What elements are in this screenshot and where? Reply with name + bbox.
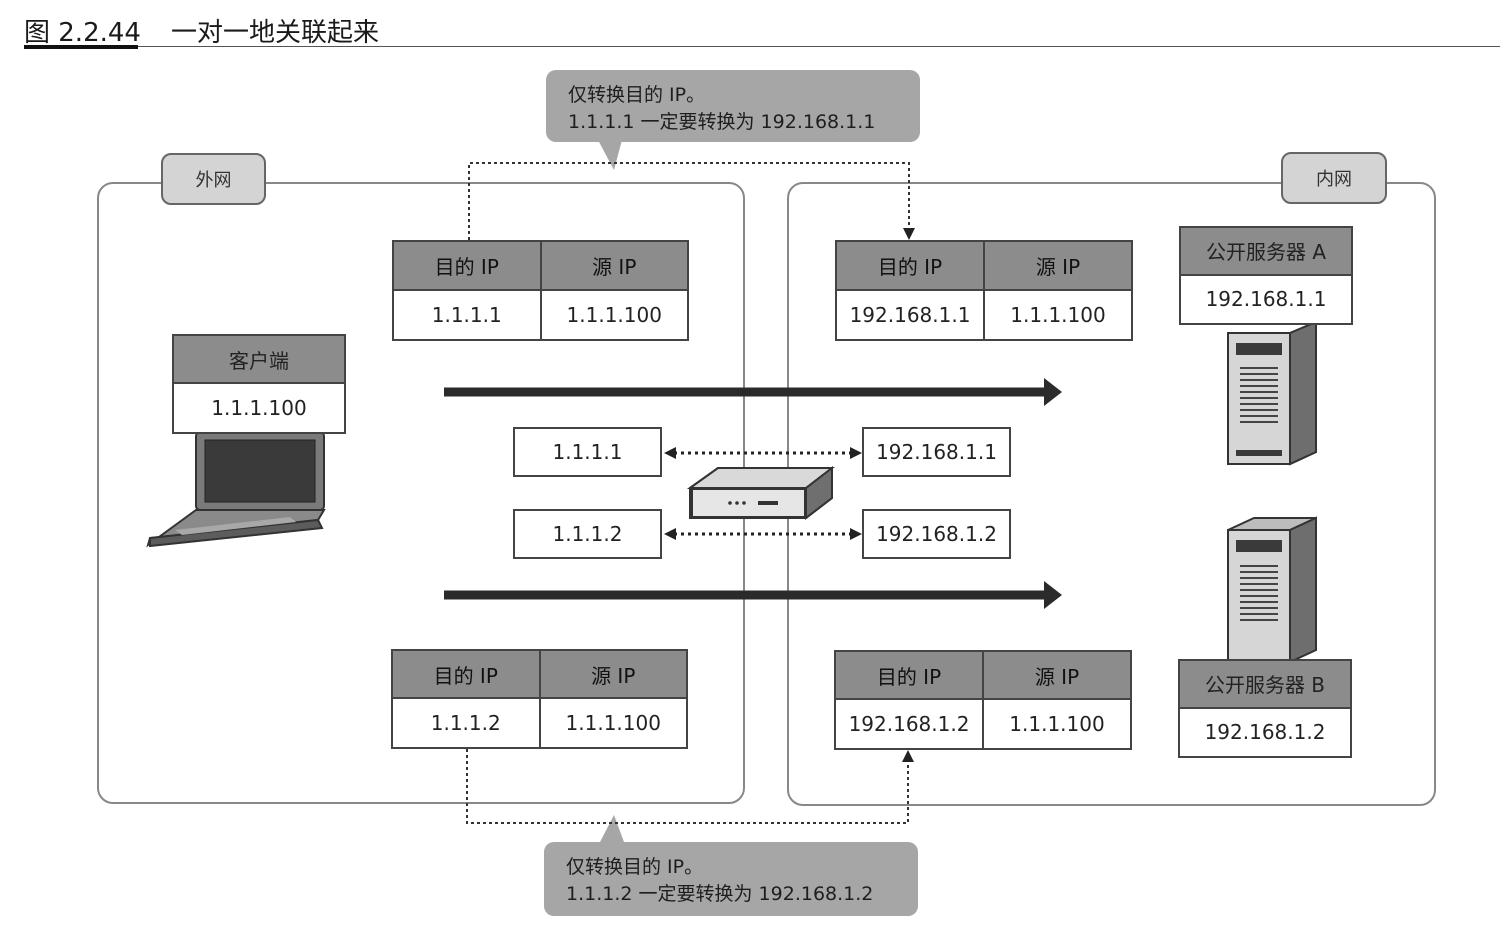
server-a-icon xyxy=(1227,320,1317,466)
dst-ip-value: 1.1.1.2 xyxy=(430,711,501,735)
title-rule-accent xyxy=(24,45,138,49)
mapping-arrow-1-left-head xyxy=(664,447,676,459)
top-translation-route xyxy=(468,162,910,240)
bottom-translation-route xyxy=(466,749,909,824)
src-ip-value: 1.1.1.100 xyxy=(982,700,1130,748)
dst-ip-value: 1.1.1.1 xyxy=(431,302,502,327)
outside-network-label: 外网 xyxy=(161,153,266,205)
nat-router-icon xyxy=(686,465,835,521)
nat-public-ip-2: 1.1.1.2 xyxy=(513,509,662,559)
src-ip-value: 1.1.1.100 xyxy=(538,699,687,747)
mapping-arrow-1-right-head xyxy=(850,447,862,459)
callout-bottom-pointer xyxy=(600,815,624,842)
client-name: 客户端 xyxy=(174,336,344,384)
nat-public-ip-1: 1.1.1.1 xyxy=(513,427,662,477)
src-ip-header: 源 IP xyxy=(539,242,687,291)
src-ip-header: 源 IP xyxy=(983,242,1131,291)
figure-caption: 一对一地关联起来 xyxy=(170,18,379,48)
callout-top-line1: 仅转换目的 IP。 xyxy=(568,84,706,106)
callout-bottom-line2: 1.1.1.2 一定要转换为 192.168.1.2 xyxy=(566,883,874,905)
mapping-arrow-2-right-head xyxy=(850,528,862,540)
dst-ip-header: 目的 IP xyxy=(837,242,983,291)
callout-bottom-line1: 仅转换目的 IP。 xyxy=(566,856,704,878)
src-ip-header: 源 IP xyxy=(982,652,1130,700)
src-ip-header: 源 IP xyxy=(538,651,686,699)
dst-ip-value: 192.168.1.1 xyxy=(849,302,971,327)
dst-ip-header: 目的 IP xyxy=(394,242,540,291)
client-label-box: 客户端 1.1.1.100 xyxy=(172,334,346,434)
dst-ip-value: 192.168.1.2 xyxy=(848,712,970,736)
dst-ip-header: 目的 IP xyxy=(836,652,982,700)
callout-top-pointer xyxy=(598,140,622,170)
server-a-label-box: 公开服务器 A 192.168.1.1 xyxy=(1179,226,1353,325)
server-b-ip: 192.168.1.2 xyxy=(1204,720,1326,745)
flow-arrow-bottom-head xyxy=(1044,581,1062,609)
top-route-arrowhead xyxy=(903,228,915,240)
mapping-arrow-2-left-head xyxy=(664,528,676,540)
figure-title: 图 2.2.44 一对一地关联起来 xyxy=(24,12,379,49)
server-b-label-box: 公开服务器 B 192.168.1.2 xyxy=(1178,659,1352,758)
callout-bottom: 仅转换目的 IP。 1.1.1.2 一定要转换为 192.168.1.2 xyxy=(544,842,918,916)
flow-arrow-top-head xyxy=(1044,378,1062,406)
client-ip: 1.1.1.100 xyxy=(211,396,307,420)
server-a-name: 公开服务器 A xyxy=(1181,228,1351,276)
server-a-ip: 192.168.1.1 xyxy=(1205,287,1327,312)
laptop-icon xyxy=(146,431,326,548)
server-b-name: 公开服务器 B xyxy=(1180,661,1350,709)
callout-top-line2: 1.1.1.1 一定要转换为 192.168.1.1 xyxy=(568,111,876,133)
bottom-route-arrowhead xyxy=(902,750,914,762)
inside-network-label: 内网 xyxy=(1281,152,1387,204)
nat-private-ip-2: 192.168.1.2 xyxy=(862,509,1011,559)
server-b-icon xyxy=(1227,516,1317,664)
src-ip-value: 1.1.1.100 xyxy=(983,290,1131,339)
callout-top: 仅转换目的 IP。 1.1.1.1 一定要转换为 192.168.1.1 xyxy=(546,70,920,142)
nat-private-ip-1: 192.168.1.1 xyxy=(862,427,1011,477)
dst-ip-header: 目的 IP xyxy=(393,651,539,699)
figure-number: 图 2.2.44 xyxy=(24,18,141,48)
title-rule xyxy=(24,46,1500,47)
src-ip-value: 1.1.1.100 xyxy=(539,290,688,339)
